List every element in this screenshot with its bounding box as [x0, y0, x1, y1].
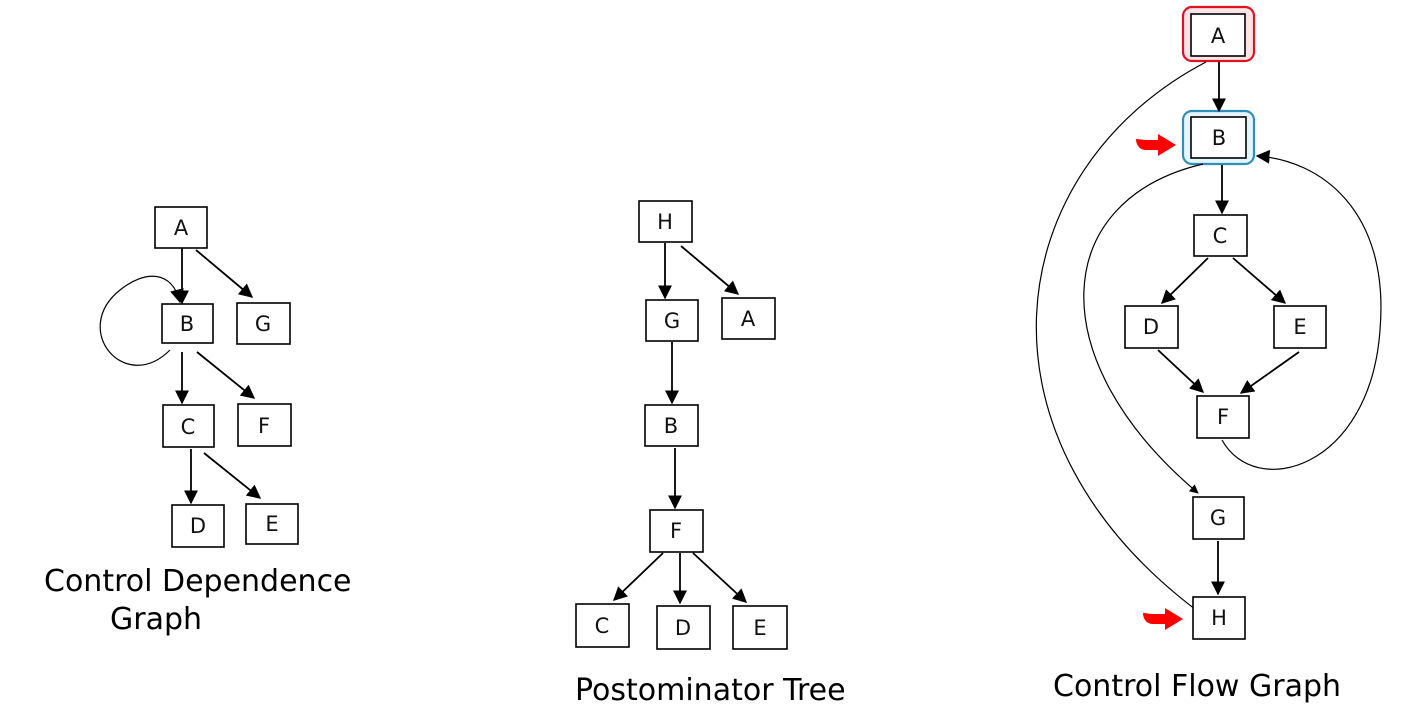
cdg-edge-b-loop [99, 275, 184, 366]
pdt-edge-f-e [692, 552, 748, 603]
cdg-node-c-label: C [181, 415, 196, 439]
cdg-node-f-label: F [258, 414, 270, 438]
cfg-pointer-b-icon [1136, 134, 1176, 156]
cdg-node-g: G [236, 302, 291, 345]
cfg-caption: Control Flow Graph [1053, 669, 1341, 704]
cfg-pointer-h-icon [1143, 608, 1183, 630]
pdt-node-a-label: A [741, 307, 756, 331]
cfg-node-a: A [1190, 13, 1246, 57]
cdg-edge-b-f [196, 351, 256, 399]
cfg-edge-c-e [1232, 257, 1287, 304]
pdt-node-a: A [721, 297, 776, 340]
cfg-edge-c-d [1160, 257, 1209, 304]
cdg-node-e-label: E [265, 512, 278, 536]
pdt-node-b-label: B [664, 414, 678, 438]
pdt-graph: H G A B F C D E Postominator T [575, 200, 846, 708]
cfg-node-c: C [1193, 214, 1248, 257]
pdt-node-d-label: D [675, 616, 691, 640]
pdt-node-c-label: C [595, 614, 610, 638]
cfg-graph: A B C D E F G H [1035, 5, 1382, 704]
cfg-node-e-label: E [1293, 315, 1306, 339]
cfg-node-f: F [1196, 395, 1250, 439]
cdg-node-a-label: A [174, 216, 189, 240]
cdg-node-a: A [154, 206, 208, 249]
pdt-node-c: C [575, 603, 630, 648]
cdg-caption-line1: Control Dependence [44, 564, 352, 599]
cfg-node-g-label: G [1210, 506, 1226, 530]
cfg-edge-d-f [1157, 349, 1205, 393]
pdt-node-f: F [649, 509, 704, 553]
cdg-edge-a-g [195, 249, 254, 298]
cfg-node-h-label: H [1211, 606, 1227, 630]
cfg-edge-e-f [1239, 351, 1300, 394]
pdt-caption: Postominator Tree [575, 673, 846, 708]
cfg-node-h: H [1192, 596, 1246, 640]
cfg-edge-b-g [1083, 163, 1204, 494]
cfg-node-d-label: D [1143, 315, 1159, 339]
cfg-node-e: E [1273, 305, 1327, 349]
pdt-node-e-label: E [753, 616, 766, 640]
cfg-node-a-label: A [1211, 24, 1226, 48]
pdt-node-d: D [656, 605, 711, 650]
pdt-node-h-label: H [657, 210, 673, 234]
cdg-node-f: F [237, 403, 292, 447]
cfg-node-d: D [1124, 305, 1179, 349]
cfg-edge-f-b [1221, 149, 1382, 470]
cdg-node-b-label: B [180, 312, 194, 336]
cfg-node-c-label: C [1213, 224, 1228, 248]
pdt-edge-f-c [612, 552, 664, 601]
cdg-edge-c-e [203, 452, 262, 499]
cdg-node-d: D [171, 504, 225, 548]
cdg-node-b: B [161, 303, 214, 344]
cdg-node-e: E [245, 503, 299, 545]
pdt-node-b: B [644, 404, 699, 447]
cdg-node-d-label: D [190, 514, 206, 538]
cfg-node-g: G [1192, 496, 1245, 540]
cdg-caption-line2: Graph [110, 602, 202, 637]
pdt-node-h: H [638, 200, 693, 243]
cfg-node-b: B [1190, 116, 1247, 159]
cfg-edge-a-h [1035, 61, 1208, 619]
cdg-node-c: C [162, 404, 215, 448]
pdt-edge-h-a [680, 245, 740, 295]
cfg-node-b-label: B [1212, 126, 1226, 150]
cdg-node-g-label: G [255, 312, 271, 336]
pdt-node-g: G [645, 299, 699, 342]
pdt-node-f-label: F [670, 519, 682, 543]
cfg-node-f-label: F [1217, 405, 1229, 429]
cdg-graph: A B G C F D E Control Dependence Graph [44, 206, 352, 637]
pdt-node-e: E [732, 605, 788, 650]
pdt-node-g-label: G [664, 309, 680, 333]
